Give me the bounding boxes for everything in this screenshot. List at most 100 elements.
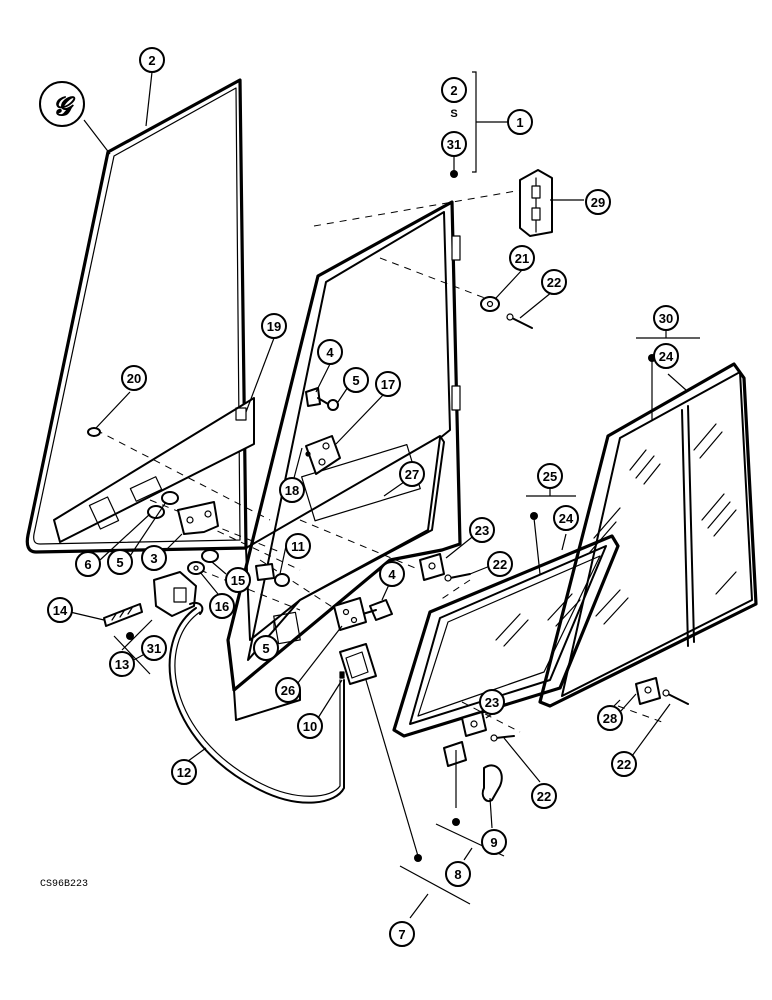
callout-3: 3 <box>141 545 167 571</box>
callout-circle <box>611 751 637 777</box>
hinge-bracket <box>177 501 219 535</box>
callout-number: 31 <box>447 137 461 152</box>
callout-circle <box>279 477 305 503</box>
sliding-glass-panel <box>392 534 620 738</box>
callout-22: 22 <box>611 751 637 777</box>
callout-circle <box>537 463 563 489</box>
callout-5: 5 <box>253 635 279 661</box>
callout-1: 1 <box>507 109 533 135</box>
callout-number: 8 <box>454 867 461 882</box>
callout-number: 5 <box>262 641 269 656</box>
callout-circle <box>531 783 557 809</box>
callout-number: 29 <box>591 195 605 210</box>
callout-number: 23 <box>475 523 489 538</box>
callout-number: 18 <box>285 483 299 498</box>
callout-circle <box>553 505 579 531</box>
callout-9: 9 <box>481 829 507 855</box>
hinge-strip <box>53 397 255 543</box>
callout-number: 23 <box>485 695 499 710</box>
left-door-glass <box>25 78 248 554</box>
callout-number: 17 <box>381 377 395 392</box>
callout-2: 2 <box>441 77 467 103</box>
hinge-washer <box>480 296 500 312</box>
symbol-glyph: 𝓖 <box>53 91 76 121</box>
door-handle <box>339 643 377 685</box>
callout-14: 14 <box>47 597 73 623</box>
window-guide <box>635 677 661 705</box>
callout-circle <box>507 109 533 135</box>
callout-25: 25 <box>537 463 563 489</box>
callout-circle <box>509 245 535 271</box>
callout-circle <box>121 365 147 391</box>
nut-washer <box>187 549 219 575</box>
leader-lines <box>69 71 700 919</box>
callout-circle <box>597 705 623 731</box>
callout-number: 12 <box>177 765 191 780</box>
callout-circle <box>139 47 165 73</box>
frame-bolt <box>255 563 290 587</box>
callout-circle <box>481 829 507 855</box>
callout-number: 2 <box>148 53 155 68</box>
bolt-upper <box>305 387 339 411</box>
callout-15: 15 <box>225 567 251 593</box>
callout-18: 18 <box>279 477 305 503</box>
hinge-screw <box>506 313 533 329</box>
callout-number: 20 <box>127 371 141 386</box>
callout-4: 4 <box>317 339 343 365</box>
callout-circle <box>379 561 405 587</box>
bolt-lower <box>355 599 393 621</box>
callout-circle <box>109 651 135 677</box>
callout-circle <box>343 367 369 393</box>
callout-circle <box>585 189 611 215</box>
lower-guide <box>461 711 487 737</box>
callout-number: 24 <box>559 511 574 526</box>
callout-24: 24 <box>653 343 679 369</box>
callout-11: 11 <box>285 533 311 559</box>
screws-22 <box>444 573 689 742</box>
striker-plate <box>333 597 367 631</box>
callout-number: 3 <box>150 551 157 566</box>
callout-number: 11 <box>291 539 305 554</box>
callout-number: 22 <box>537 789 551 804</box>
latch-bolt <box>103 603 143 627</box>
callout-circle <box>285 533 311 559</box>
callout-circle <box>375 371 401 397</box>
callout-circle <box>317 339 343 365</box>
callout-number: 31 <box>147 641 161 656</box>
callout-10: 10 <box>297 713 323 739</box>
callout-number: 24 <box>659 349 674 364</box>
callout-circle <box>389 921 415 947</box>
callout-number: 27 <box>405 467 419 482</box>
callout-30: 30 <box>653 305 679 331</box>
glass-stud <box>87 427 101 437</box>
callout-6: 6 <box>75 551 101 577</box>
callout-21: 21 <box>509 245 535 271</box>
sliding-window-assembly <box>538 362 758 708</box>
callout-4: 4 <box>379 561 405 587</box>
callout-22: 22 <box>487 551 513 577</box>
callout-circle <box>209 593 235 619</box>
callout-circle <box>653 305 679 331</box>
callout-number: 4 <box>388 567 396 582</box>
callout-circle <box>479 689 505 715</box>
callout-circle <box>653 343 679 369</box>
callout-circle <box>225 567 251 593</box>
latch-cable <box>168 607 345 804</box>
callout-number: 14 <box>53 603 68 618</box>
callout-number: 30 <box>659 311 673 326</box>
callout-23: 23 <box>469 517 495 543</box>
callout-22: 22 <box>531 783 557 809</box>
callout-circle <box>441 77 467 103</box>
callout-number: 16 <box>215 599 229 614</box>
callout-number: 21 <box>515 251 529 266</box>
drawing-code: CS96B223 <box>40 879 88 890</box>
callout-12: 12 <box>171 759 197 785</box>
callout-22: 22 <box>541 269 567 295</box>
callout-26: 26 <box>275 677 301 703</box>
callout-number: 22 <box>493 557 507 572</box>
callout-13: 13 <box>109 651 135 677</box>
callout-circle <box>47 597 73 623</box>
callout-16: 16 <box>209 593 235 619</box>
